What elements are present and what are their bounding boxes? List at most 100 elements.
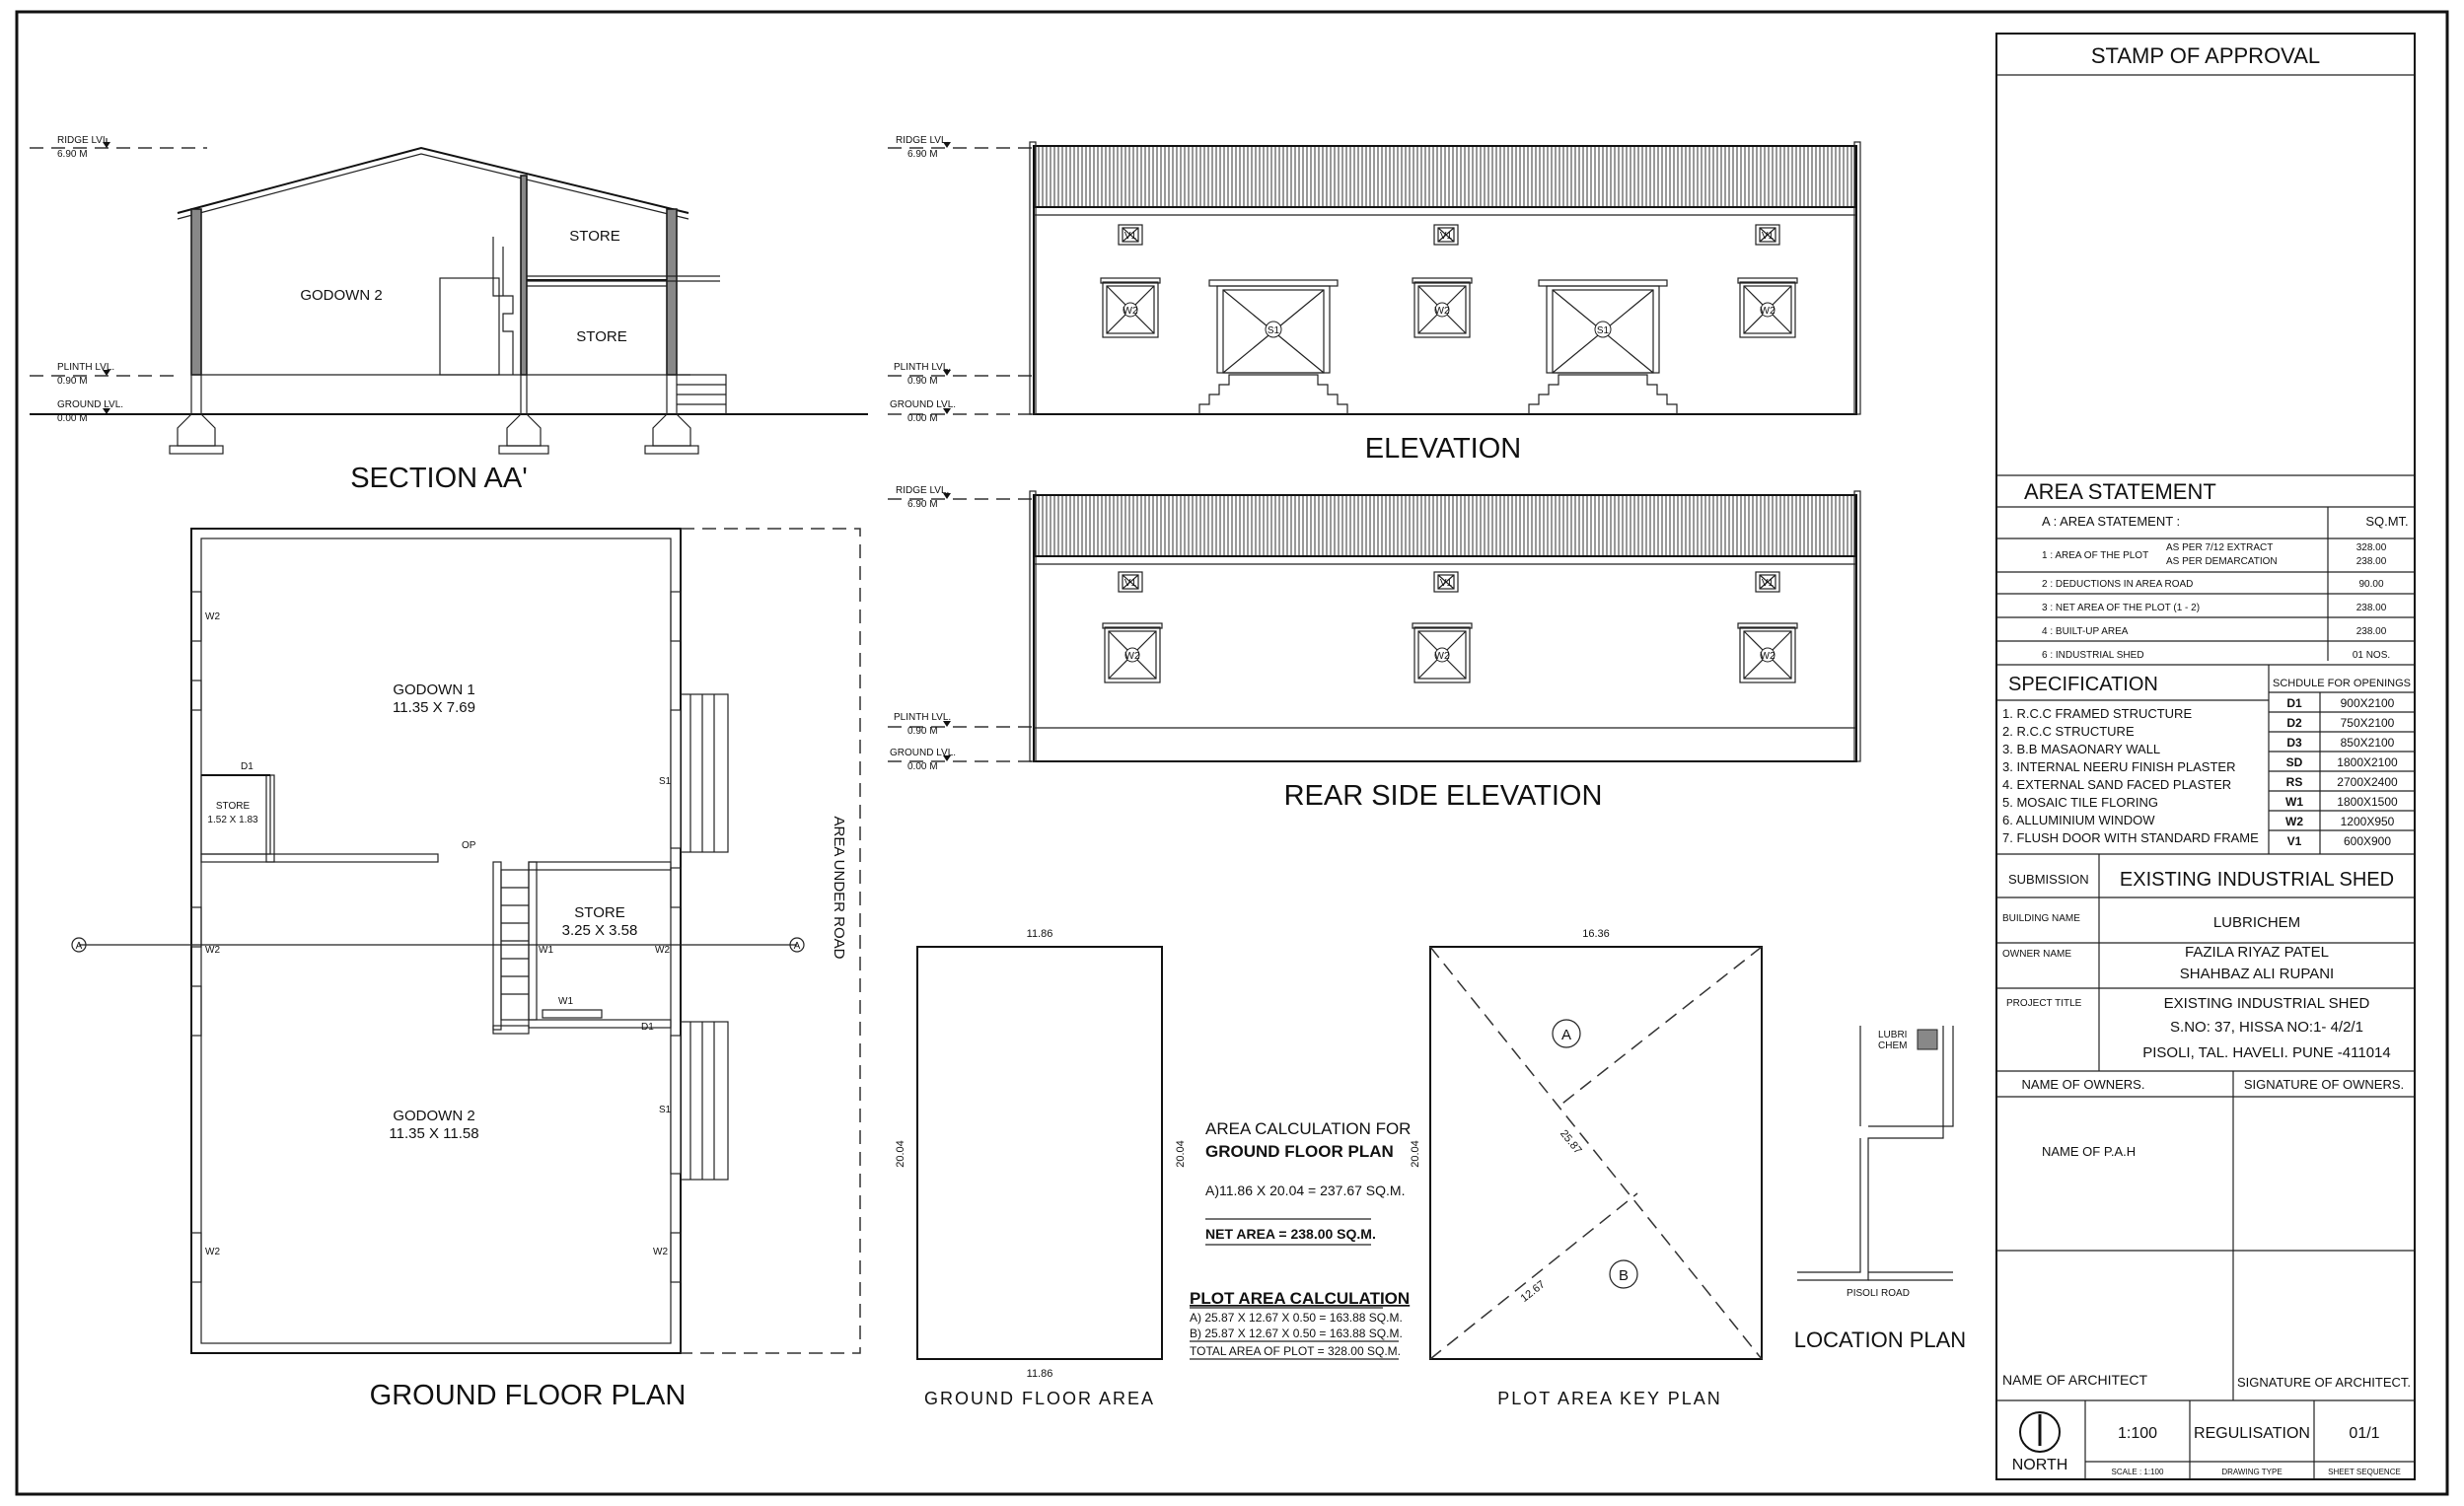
elev-s1-tag-1: S1 [1268,325,1280,336]
tb-submission-label: SUBMISSION [2008,872,2089,887]
rear-w2-tag-3: W2 [1761,651,1776,662]
plan-godown1-name: GODOWN 1 [393,681,474,698]
ground-floor-area-diagram: 11.86 11.86 20.04 20.04 GROUND FLOOR ARE… [895,928,1187,1408]
elev-plinth-label: PLINTH LVL. [894,362,951,373]
tb-sig-owners: SIGNATURE OF OWNERS. [2244,1077,2404,1092]
calc-plot-a: A) 25.87 X 12.67 X 0.50 = 163.88 SQ.M. [1190,1311,1403,1325]
plan-section-marker-left: A [76,941,83,952]
plan-shutter-steps [670,693,729,1181]
tb-spec-item-5: 4. EXTERNAL SAND FACED PLASTER [2002,777,2231,792]
tb-area-row1-sub2: AS PER DEMARCATION [2166,556,2278,567]
plan-w2-tag-5: W2 [655,945,670,956]
elev-plinth-value: 0.90 M [907,376,938,387]
elev-ground-value: 0.00 M [907,413,938,424]
tb-sched-size-4: 1800X2100 [2337,755,2398,769]
location-plan: LUBRI CHEM PISOLI ROAD LOCATION PLAN [1794,1026,1966,1352]
tb-submission-value: EXISTING INDUSTRIAL SHED [2120,869,2394,891]
section-ridge-value: 6.90 M [57,149,88,160]
location-mark-2: CHEM [1878,1040,1907,1051]
calc-net-area: NET AREA = 238.00 SQ.M. [1205,1226,1376,1242]
section-level-marks: RIDGE LVL. 6.90 M PLINTH LVL. 0.90 M GRO… [30,135,868,424]
tb-area-row2-label: 2 : DEDUCTIONS IN AREA ROAD [2042,579,2193,590]
rear-plinth-value: 0.90 M [907,726,938,737]
plan-store-small-size: 1.52 X 1.83 [207,815,258,825]
tb-area-row5-label: 6 : INDUSTRIAL SHED [2042,650,2144,661]
plan-road-boundary [681,528,861,1354]
section-room-store-lower: STORE [576,328,626,345]
plan-w2-tag-3: W2 [205,1247,220,1257]
plan-w1-tag-2: W1 [539,945,553,956]
tb-sched-code-1: D1 [2286,696,2302,710]
tb-spec-item-2: 2. R.C.C STRUCTURE [2002,724,2135,739]
plan-op-tag: OP [462,840,476,851]
tb-sched-size-2: 750X2100 [2341,716,2395,730]
plot-key-label: PLOT AREA KEY PLAN [1497,1389,1721,1408]
tb-north: NORTH [2012,1457,2068,1473]
calc-heading-1: AREA CALCULATION FOR [1205,1119,1411,1138]
tb-area-row1-label: 1 : AREA OF THE PLOT [2042,550,2148,561]
plot-key-rect [1429,946,1763,1360]
plot-key-a: A [1561,1027,1571,1043]
calc-plot-heading: PLOT AREA CALCULATION [1190,1289,1410,1308]
rear-w2-tag-1: W2 [1125,651,1140,662]
tb-type-value: REGULISATION [2194,1425,2310,1442]
tb-area-row1-v1: 328.00 [2356,542,2387,553]
section-roof [177,146,689,214]
elev-w2-tag-2: W2 [1435,306,1450,317]
tb-spec-item-1: 1. R.C.C FRAMED STRUCTURE [2002,706,2192,721]
rear-elevation: RIDGE LVL. 6.90 M PLINTH LVL. 0.90 M GRO… [888,485,1861,812]
tb-spec-title: SPECIFICATION [2008,674,2158,695]
elevation-title: ELEVATION [1365,433,1521,465]
location-title: LOCATION PLAN [1794,1327,1966,1352]
plot-key-height: 20.04 [1410,1140,1421,1168]
tb-sched-code-7: W2 [2285,815,2303,828]
section-aa: RIDGE LVL. 6.90 M PLINTH LVL. 0.90 M GRO… [30,135,868,494]
section-plinth-value: 0.90 M [57,376,88,387]
rear-w2-tag-2: W2 [1435,651,1450,662]
ground-area-width-top: 11.86 [1027,928,1053,940]
tb-name-owners: NAME OF OWNERS. [2022,1077,2145,1092]
plan-godown2-name: GODOWN 2 [393,1108,474,1124]
tb-project-3: PISOLI, TAL. HAVELI. PUNE -411014 [2142,1044,2391,1061]
tb-seq-label: SHEET SEQUENCE [2328,1468,2401,1476]
plan-title: GROUND FLOOR PLAN [370,1380,687,1411]
tb-owner-1: FAZILA RIYAZ PATEL [2185,944,2329,961]
plan-area-under-road: AREA UNDER ROAD [831,816,847,959]
rear-ground-value: 0.00 M [907,761,938,772]
tb-area-row1-sub1: AS PER 7/12 EXTRACT [2166,542,2273,553]
plan-d1-tag-1: D1 [241,761,254,772]
rear-v1-tag-3: V1 [1762,578,1775,589]
elev-w2-tag-1: W2 [1123,306,1138,317]
tb-area-header: A : AREA STATEMENT : [2042,514,2180,529]
tb-area-row1-v2: 238.00 [2356,556,2387,567]
tb-stamp-title: STAMP OF APPROVAL [2091,43,2320,68]
plan-outer-wall [190,528,682,1354]
tb-project-2: S.NO: 37, HISSA NO:1- 4/2/1 [2170,1019,2363,1036]
title-block: STAMP OF APPROVAL AREA STATEMENT A : ARE… [1996,43,2415,1479]
elev-s1-tag-2: S1 [1597,325,1610,336]
ground-area-width-bottom: 11.86 [1027,1368,1053,1380]
elev-corrugated-roof [1033,145,1857,208]
plan-s1-tag-1: S1 [659,776,672,787]
tb-area-row2-v1: 90.00 [2358,579,2383,590]
area-calculations: AREA CALCULATION FOR GROUND FLOOR PLAN A… [1190,1119,1411,1360]
tb-sched-size-3: 850X2100 [2341,736,2395,750]
rear-elevation-title: REAR SIDE ELEVATION [1284,780,1603,812]
rear-ground-label: GROUND LVL. [890,748,956,758]
plan-w2-tag-4: W2 [653,1247,668,1257]
location-road: PISOLI ROAD [1847,1288,1910,1299]
plot-key-diagonal [1429,946,1763,1360]
title-block-frame [1995,33,2416,1480]
elev-shutter-1: S1 [1198,279,1348,414]
plan-d1-tag-2: D1 [641,1022,654,1033]
tb-project-label: PROJECT TITLE [2006,998,2082,1009]
section-ridge-label: RIDGE LVL. [57,135,110,146]
ground-area-height-right: 20.04 [1175,1140,1187,1168]
tb-sched-code-8: V1 [2287,834,2302,848]
ground-area-height-left: 20.04 [895,1140,906,1168]
elev-v1-tag-2: V1 [1440,231,1453,242]
section-room-godown: GODOWN 2 [300,287,382,304]
plot-key-side-label: 12.67 [1519,1278,1548,1304]
tb-spec-item-3: 3. B.B MASAONARY WALL [2002,742,2160,756]
